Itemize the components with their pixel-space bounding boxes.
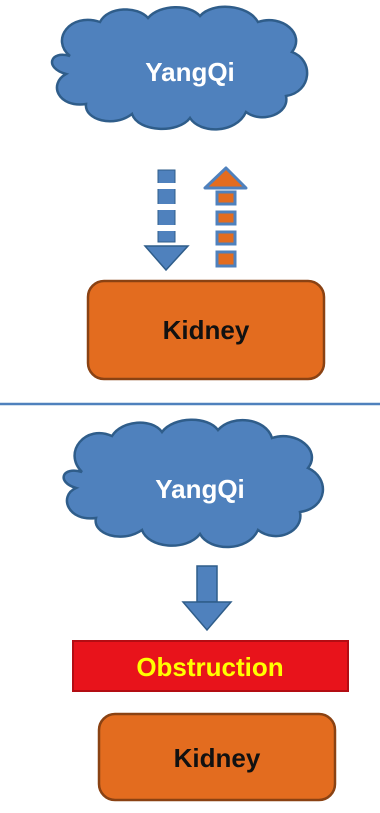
cloud-shape <box>62 418 325 549</box>
down-arrow-head <box>181 601 233 632</box>
bottom-kidney-label: Kidney <box>174 743 261 773</box>
up-arrow-shaft <box>215 190 237 268</box>
bottom-section: YangQi Obstruction Kidney <box>62 418 349 802</box>
kidney-box-shape <box>86 279 326 381</box>
down-arrow-head <box>143 245 190 272</box>
up-arrow-head <box>203 166 248 190</box>
down-arrow-shaft <box>196 565 218 603</box>
top-kidney-box: Kidney <box>86 279 326 381</box>
obstruction-bar-shape <box>72 640 349 692</box>
bottom-yangqi-cloud: YangQi <box>62 418 325 549</box>
obstruction-bar: Obstruction <box>72 640 349 692</box>
bottom-cloud-label: YangQi <box>155 474 245 504</box>
bottom-kidney-box: Kidney <box>97 712 337 802</box>
kidney-box-shape <box>97 712 337 802</box>
bottom-down-arrow <box>181 565 233 632</box>
top-up-arrow <box>203 166 248 268</box>
top-kidney-label: Kidney <box>163 315 250 345</box>
top-yangqi-cloud: YangQi <box>51 5 309 131</box>
top-down-arrow <box>143 169 190 272</box>
cloud-shape <box>51 5 309 131</box>
top-section: YangQi Kidney <box>51 5 326 381</box>
top-cloud-label: YangQi <box>145 57 235 87</box>
obstruction-label: Obstruction <box>136 652 283 682</box>
